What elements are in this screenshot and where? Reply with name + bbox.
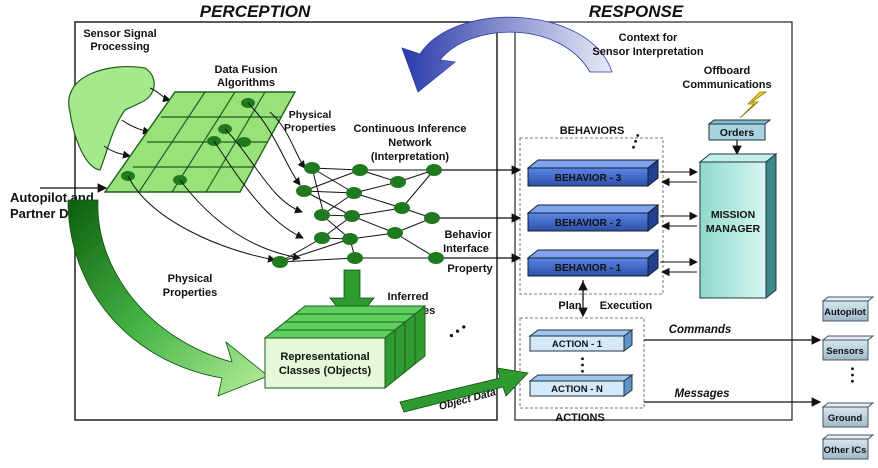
inference-label-line2: Network (388, 137, 432, 149)
behavior-interface-line3: Property (447, 263, 493, 275)
behavior-3-label: BEHAVIOR - 3 (555, 173, 622, 184)
orders-box (707, 119, 772, 141)
mission-manager-box[interactable] (698, 152, 778, 300)
response-heading: RESPONSE (589, 2, 684, 21)
object-data-arrow (399, 367, 529, 413)
behavior-3-box[interactable] (526, 158, 660, 188)
mission-manager-line1: MISSION (711, 209, 755, 221)
action-n-box[interactable] (528, 374, 634, 397)
behavior-manager-arrows (660, 167, 699, 277)
context-label-line1: Context for (619, 32, 678, 44)
orders-label: Orders (720, 127, 755, 139)
physical-properties-top-line1: Physical (289, 109, 332, 121)
data-fusion-label-line1: Data Fusion (215, 64, 278, 76)
representational-classes-line2: Classes (Objects) (279, 365, 372, 377)
context-label-line2: Sensor Interpretation (592, 46, 704, 58)
behavior-1-box[interactable] (526, 248, 660, 278)
physical-properties-top-line2: Properties (284, 122, 336, 134)
output-sensors-label: Sensors (826, 346, 864, 357)
messages-label: Messages (675, 388, 730, 400)
behaviors-title: BEHAVIORS (560, 125, 625, 137)
output-other-ics-box (821, 434, 875, 460)
grid-to-network-arrows (127, 102, 306, 263)
representational-classes-stack (263, 304, 427, 390)
commands-label: Commands (669, 324, 732, 336)
actions-ellipsis: • • • (576, 357, 587, 374)
physical-properties-left-line2: Properties (163, 287, 217, 299)
sensor-signal-label-line2: Processing (90, 41, 149, 53)
actions-title: ACTIONS (555, 412, 605, 424)
physical-properties-left-line1: Physical (168, 273, 213, 285)
sensor-signal-label-line1: Sensor Signal (83, 28, 156, 40)
output-autopilot-label: Autopilot (824, 307, 867, 318)
offboard-label-line1: Offboard (704, 65, 750, 77)
action-1-box[interactable] (528, 329, 634, 352)
behavior-2-box[interactable] (526, 203, 660, 233)
inference-network (272, 162, 444, 268)
behaviors-ellipsis: • • • (628, 132, 644, 151)
output-ground-box (821, 402, 875, 428)
sensor-signal-blob (68, 66, 155, 171)
output-autopilot-box (821, 296, 875, 322)
perception-heading: PERCEPTION (200, 2, 311, 21)
lightning-icon (739, 91, 768, 119)
behavior-1-label: BEHAVIOR - 1 (555, 263, 622, 274)
output-ground-label: Ground (828, 413, 862, 424)
mission-manager-line2: MANAGER (706, 223, 761, 235)
context-feedback-arrow (401, 16, 613, 93)
action-n-label: ACTION - N (551, 384, 603, 395)
inference-label-line1: Continuous Inference (353, 123, 466, 135)
physical-properties-arrow (67, 199, 269, 397)
plan-label: Plan (558, 300, 582, 312)
output-other-ics-label: Other ICs (824, 445, 867, 456)
inference-label-line3: (Interpretation) (371, 151, 450, 163)
outputs-ellipsis: • • • (846, 367, 857, 384)
behavior-2-label: BEHAVIOR - 2 (555, 218, 622, 229)
offboard-label-line2: Communications (682, 79, 771, 91)
action-1-label: ACTION - 1 (552, 339, 603, 350)
behavior-interface-line1: Behavior (444, 229, 492, 241)
inferred-properties-line1: Inferred (388, 291, 429, 303)
behavior-interface-line2: Interface (443, 243, 489, 255)
output-sensors-box (821, 335, 875, 361)
data-fusion-label-line2: Algorithms (217, 77, 275, 89)
representational-classes-line1: Representational (280, 351, 369, 363)
execution-label: Execution (600, 300, 653, 312)
actions-group (519, 317, 645, 409)
